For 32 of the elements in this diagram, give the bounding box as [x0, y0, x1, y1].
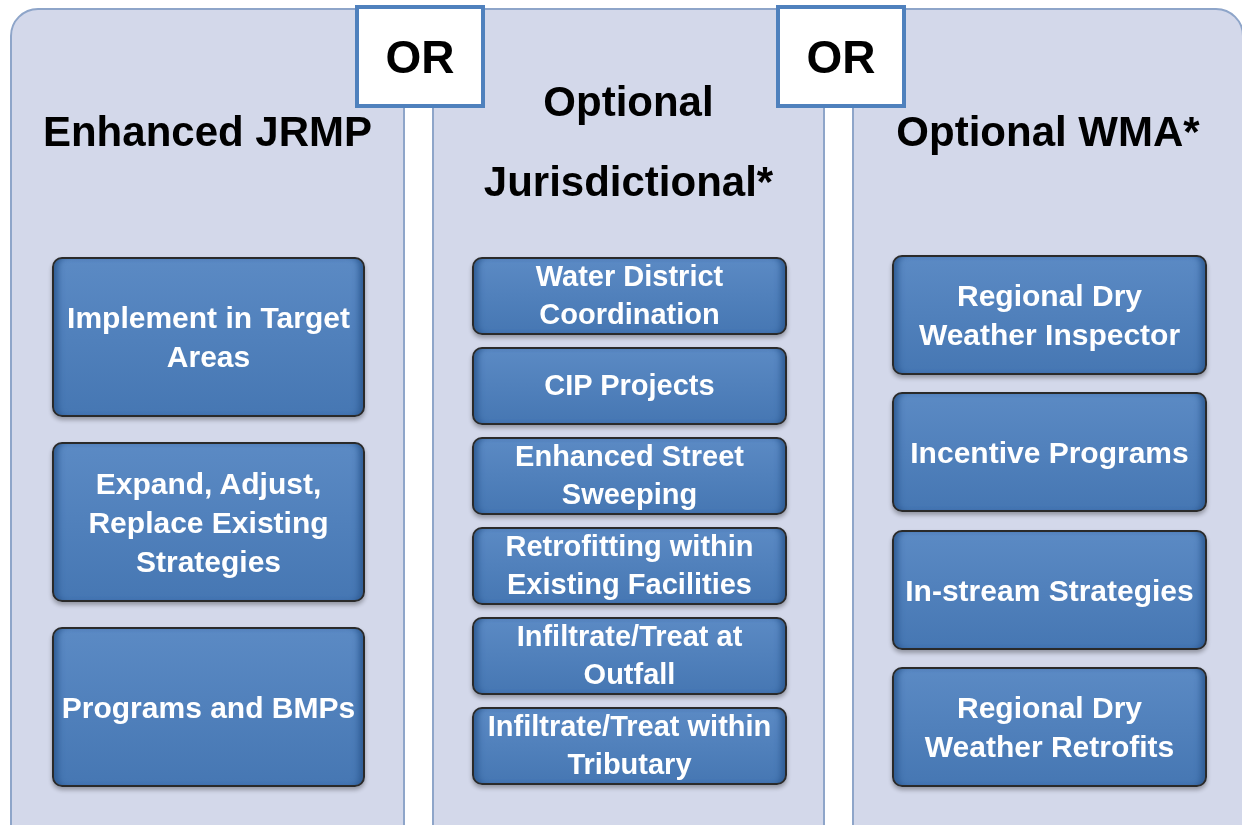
strategy-label: Expand, Adjust, Replace Existing Strategies: [87, 465, 330, 580]
or-label: OR: [385, 29, 455, 84]
or-box: [355, 5, 485, 108]
strategy-label: Enhanced Street Sweeping: [514, 439, 745, 512]
or-label: OR: [806, 29, 876, 84]
strategy-label: In-stream Strategies: [905, 572, 1194, 609]
strategy-box: [472, 437, 787, 515]
strategy-label: Implement in Target Areas: [66, 300, 351, 375]
strategy-box: [892, 392, 1207, 512]
strategy-label: Infiltrate/Treat at Outfall: [515, 619, 744, 692]
strategy-box: [52, 442, 365, 602]
strategy-label: Retrofitting within Existing Facilities: [504, 529, 755, 602]
strategy-label: Regional Dry Weather Inspector: [917, 278, 1182, 353]
strategy-label: Regional Dry Weather Retrofits: [923, 690, 1176, 765]
strategy-label: Infiltrate/Treat within Tributary: [486, 709, 773, 782]
strategy-box: [52, 627, 365, 787]
strategy-label: Water District Coordination: [534, 259, 725, 332]
column-heading: Optional Jurisdictional*: [482, 77, 775, 207]
strategy-box: [52, 257, 365, 417]
strategy-label: Programs and BMPs: [61, 689, 356, 726]
or-box: [776, 5, 906, 108]
strategy-label: CIP Projects: [544, 368, 715, 404]
strategy-box: [472, 527, 787, 605]
strategy-box: [892, 667, 1207, 787]
strategy-box: [892, 255, 1207, 375]
strategy-box: [892, 530, 1207, 650]
strategy-box: [472, 347, 787, 425]
strategy-box: [472, 257, 787, 335]
column-heading: Optional WMA*: [895, 107, 1201, 157]
strategy-label: Incentive Programs: [910, 434, 1189, 471]
strategy-box: [472, 617, 787, 695]
column-heading: Enhanced JRMP: [41, 107, 374, 157]
